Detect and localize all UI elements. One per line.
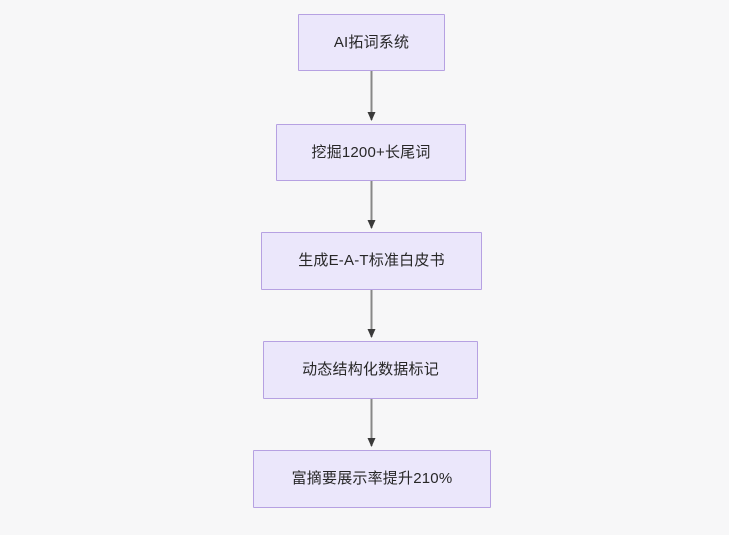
flow-node-generate-eat-whitepaper[interactable]: 生成E-A-T标准白皮书: [261, 232, 482, 290]
flow-node-dynamic-structured-data-markup[interactable]: 动态结构化数据标记: [263, 341, 478, 399]
flow-node-ai-keyword-system[interactable]: AI拓词系统: [298, 14, 445, 71]
flow-node-label: 挖掘1200+长尾词: [311, 143, 431, 161]
flow-node-label: 生成E-A-T标准白皮书: [298, 252, 445, 269]
flow-node-label: 富摘要展示率提升210%: [291, 470, 453, 487]
flow-node-mine-longtail-keywords[interactable]: 挖掘1200+长尾词: [276, 124, 466, 181]
flow-node-label: 动态结构化数据标记: [302, 361, 439, 378]
flow-node-label: AI拓词系统: [333, 33, 410, 51]
flow-node-rich-snippet-impression-uplift[interactable]: 富摘要展示率提升210%: [253, 450, 491, 508]
